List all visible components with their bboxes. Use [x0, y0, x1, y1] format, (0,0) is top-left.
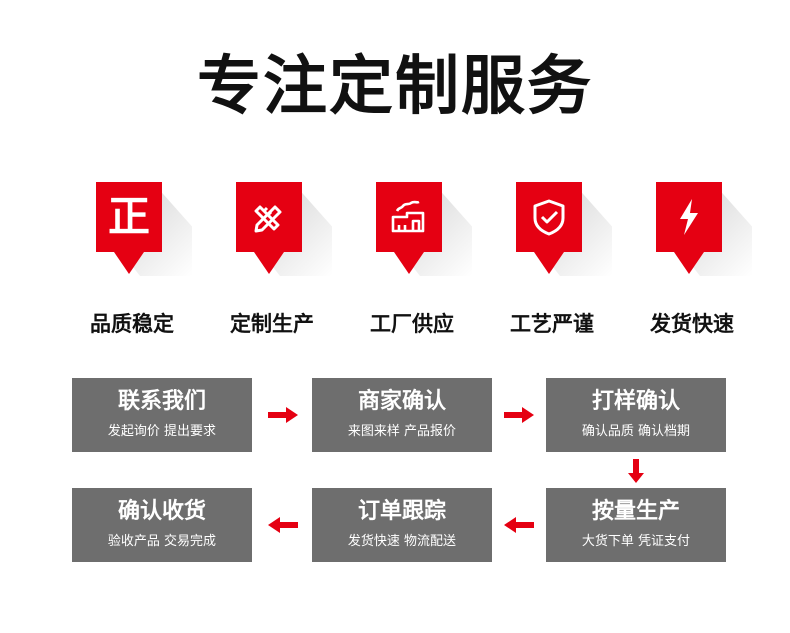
arrow-down-icon [628, 459, 644, 483]
shield-check-icon [516, 182, 582, 252]
feature-shipping: 发货快速 [632, 178, 752, 348]
feature-craft: 工艺严谨 [492, 178, 612, 348]
feature-label: 定制生产 [230, 312, 314, 336]
badge [236, 182, 302, 274]
step-mass-production: 按量生产 大货下单 凭证支付 [546, 488, 726, 562]
pencil-ruler-icon [236, 182, 302, 252]
arrow-left-icon [268, 517, 298, 533]
step-merchant-confirm: 商家确认 来图来样 产品报价 [312, 378, 492, 452]
feature-quality: 正 品质稳定 [72, 178, 192, 348]
feature-label: 发货快速 [650, 312, 734, 336]
arrow-right-icon [504, 407, 534, 423]
step-confirm-receipt: 确认收货 验收产品 交易完成 [72, 488, 252, 562]
badge [656, 182, 722, 274]
feature-custom: 定制生产 [212, 178, 332, 348]
arrow-right-icon [268, 407, 298, 423]
arrow-left-icon [504, 517, 534, 533]
feature-factory: 工厂供应 [352, 178, 472, 348]
feature-label: 工厂供应 [370, 312, 454, 336]
step-contact-us: 联系我们 发起询价 提出要求 [72, 378, 252, 452]
feature-label: 品质稳定 [90, 312, 174, 336]
feature-row: 正 品质稳定 定制生产 [0, 178, 790, 348]
badge: 正 [96, 182, 162, 274]
badge [376, 182, 442, 274]
factory-icon [376, 182, 442, 252]
step-order-tracking: 订单跟踪 发货快速 物流配送 [312, 488, 492, 562]
badge [516, 182, 582, 274]
zheng-character-icon: 正 [107, 192, 150, 241]
lightning-icon [656, 182, 722, 252]
step-sample-confirm: 打样确认 确认品质 确认档期 [546, 378, 726, 452]
page-title: 专注定制服务 [197, 50, 593, 124]
feature-label: 工艺严谨 [510, 312, 594, 336]
